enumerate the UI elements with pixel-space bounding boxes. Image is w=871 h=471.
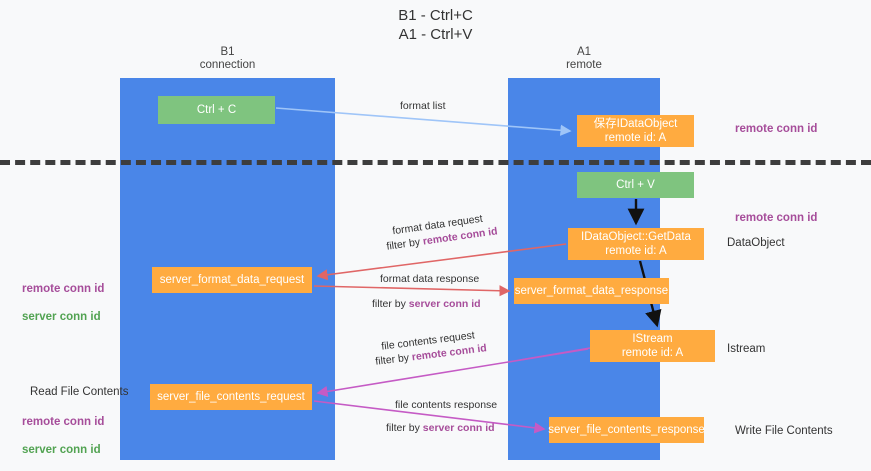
node-istream[interactable]: IStream remote id: A — [590, 330, 715, 362]
filter-prefix: filter by — [374, 351, 413, 368]
annotation-write-file-contents: Write File Contents — [735, 425, 833, 437]
annotation-server-conn-id: server conn id — [22, 311, 101, 323]
swimlane-header-a1: A1 remote — [566, 46, 602, 71]
annotation-conn-ids-file: remote conn id server conn id — [22, 401, 104, 471]
filter-prefix: filter by — [372, 298, 409, 310]
node-server-file-contents-response[interactable]: server_file_contents_response — [548, 417, 705, 443]
annotation-read-file-contents: Read File Contents — [30, 386, 129, 398]
annotation-istream: Istream — [727, 343, 766, 355]
filter-prefix: filter by — [385, 235, 424, 253]
edge-label-format-data-response-filter: filter by server conn id — [372, 298, 481, 310]
node-ctrl-v[interactable]: Ctrl + V — [577, 172, 694, 198]
node-server-file-contents-request[interactable]: server_file_contents_request — [150, 384, 312, 410]
node-server-format-data-request[interactable]: server_format_data_request — [152, 267, 312, 293]
edge-label-format-list: format list — [400, 100, 446, 112]
node-save-idataobject[interactable]: 保存IDataObject remote id: A — [577, 115, 694, 147]
node-idataobject-getdata[interactable]: IDataObject::GetData remote id: A — [568, 228, 704, 260]
node-ctrl-c[interactable]: Ctrl + C — [158, 96, 275, 124]
page-title: B1 - Ctrl+C A1 - Ctrl+V — [398, 7, 473, 43]
edge-label-file-contents-response-filter: filter by server conn id — [386, 422, 495, 434]
annotation-remote-conn-id-top: remote conn id — [735, 123, 818, 135]
annotation-dataobject: DataObject — [727, 237, 785, 249]
annotation-conn-ids-format: remote conn id server conn id — [22, 268, 104, 338]
phase-divider — [0, 160, 871, 165]
swimlane-header-b1: B1 connection — [199, 46, 256, 71]
edge-format-data-response — [313, 285, 511, 297]
edge-label-file-contents-response: file contents response — [395, 399, 498, 411]
annotation-server-conn-id: server conn id — [22, 444, 101, 456]
filter-prefix: filter by — [386, 422, 423, 434]
annotation-remote-conn-id: remote conn id — [22, 416, 105, 428]
edge-label-format-data-response: format data response — [380, 273, 480, 285]
filter-key: server conn id — [422, 422, 495, 434]
filter-key: server conn id — [408, 298, 481, 310]
annotation-remote-conn-id-getdata: remote conn id — [735, 212, 818, 224]
annotation-remote-conn-id: remote conn id — [22, 283, 105, 295]
node-server-format-data-response[interactable]: server_format_data_response — [514, 278, 669, 304]
